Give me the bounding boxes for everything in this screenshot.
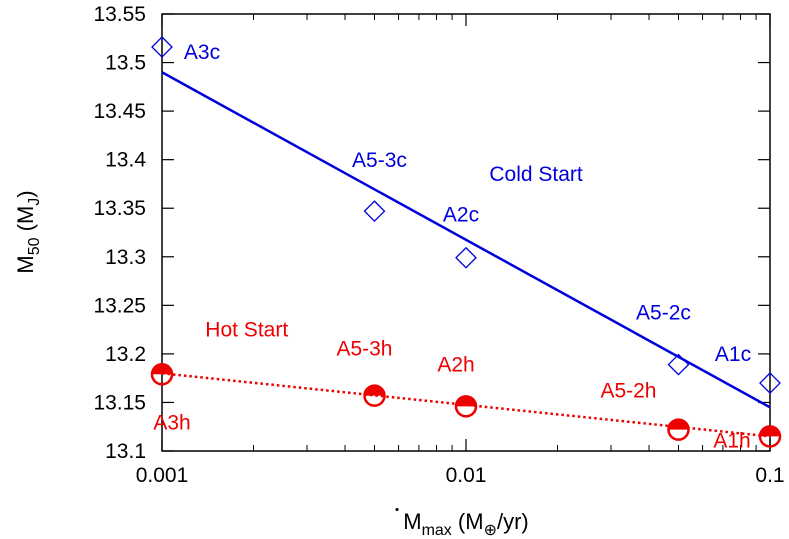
- y-tick-label: 13.5: [105, 52, 146, 75]
- point-label: A1c: [715, 343, 751, 366]
- fit-lines: [161, 71, 771, 438]
- y-tick-label: 13.2: [105, 343, 146, 366]
- y-tick-label: 13.4: [105, 149, 146, 172]
- x-tick-label: 0.001: [136, 464, 189, 487]
- point-label: A5-2h: [600, 380, 656, 403]
- y-tick-label: 13.3: [105, 246, 146, 269]
- point-marker: [759, 372, 781, 394]
- y-tick-label: 13.15: [93, 391, 146, 414]
- y-tick-label: 13.55: [93, 3, 146, 26]
- data-points: [150, 36, 782, 448]
- annotation-label: Cold Start: [489, 163, 583, 186]
- y-tick-label: 13.45: [93, 100, 146, 123]
- point-marker: [667, 353, 690, 376]
- ticks-layer: 0.001 0.01 0.1 13.1 13.15 13.2 13.25 13.3 13.35 1…: [93, 3, 784, 487]
- point-marker-ring: [667, 418, 690, 441]
- point-marker-ring: [758, 425, 782, 448]
- x-axis-label: Mmax (M⊕/yr): [403, 509, 529, 539]
- point-marker: [363, 200, 386, 223]
- y-axis-label: M50 (MJ): [13, 190, 43, 273]
- y-tick-label: 13.1: [105, 440, 146, 463]
- point-marker: [455, 246, 477, 269]
- x-tick-label: 0.01: [446, 464, 487, 487]
- point-label: A5-2c: [636, 302, 691, 325]
- plot-frame: [161, 13, 771, 452]
- point-label: A3h: [153, 411, 190, 434]
- y-tick-label: 13.25: [93, 294, 146, 317]
- point-marker-ring: [150, 363, 174, 386]
- point-marker-ring: [454, 395, 478, 418]
- fit-line-cold: [161, 71, 771, 409]
- point-marker: [667, 418, 690, 441]
- annotation-label: Hot Start: [205, 319, 288, 342]
- point-label: A2c: [443, 204, 479, 227]
- point-label: A1h: [713, 429, 750, 452]
- point-marker: [150, 363, 174, 386]
- point-marker-ring: [363, 384, 386, 407]
- point-label: A5-3c: [352, 149, 407, 172]
- point-marker: [758, 425, 782, 448]
- point-label: A3c: [184, 41, 220, 64]
- point-marker: [454, 395, 478, 418]
- point-marker: [363, 384, 386, 407]
- point-marker: [151, 36, 173, 58]
- point-label: A5-3h: [336, 338, 392, 361]
- point-label: A2h: [437, 353, 474, 376]
- y-tick-label: 13.35: [93, 197, 146, 220]
- x-tick-label: 0.1: [755, 464, 784, 487]
